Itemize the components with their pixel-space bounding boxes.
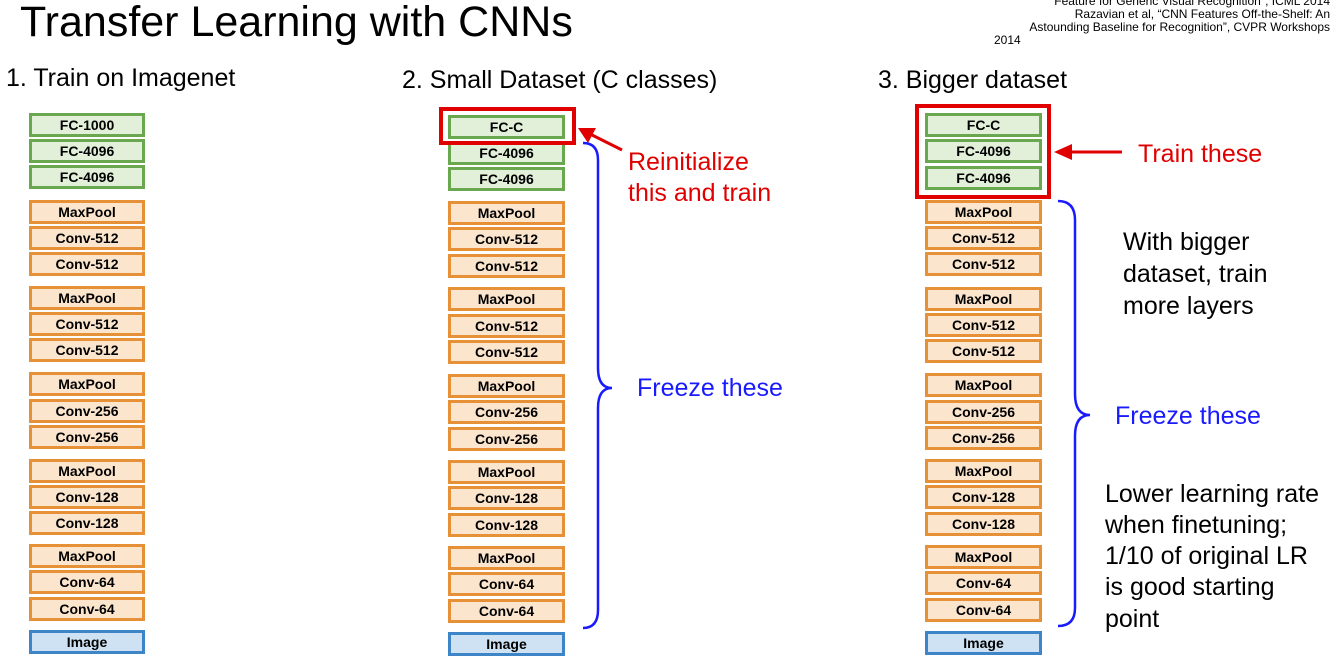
col2-layer-maxpool: MaxPool xyxy=(448,546,565,570)
col3-layer-maxpool: MaxPool xyxy=(925,287,1042,311)
col2-layer-fc-4096: FC-4096 xyxy=(448,167,565,191)
col3-layer-conv-512: Conv-512 xyxy=(925,252,1042,276)
col2-freeze-brace xyxy=(582,141,613,630)
col2-freeze-label: Freeze these xyxy=(637,374,783,402)
col1-layer-fc-4096: FC-4096 xyxy=(29,165,145,189)
column-3-heading: 3. Bigger dataset xyxy=(878,66,1068,94)
col1-layer-conv-256: Conv-256 xyxy=(29,399,145,423)
col1-layer-fc-1000: FC-1000 xyxy=(29,113,145,137)
train-these-label: Train these xyxy=(1138,140,1263,168)
col2-layer-fc-c: FC-C xyxy=(448,115,565,139)
col3-freeze-label: Freeze these xyxy=(1115,402,1261,430)
col2-layer-maxpool: MaxPool xyxy=(448,201,565,225)
col3-layer-fc-c: FC-C xyxy=(925,113,1042,137)
col1-layer-conv-512: Conv-512 xyxy=(29,252,145,276)
col3-layer-conv-64: Conv-64 xyxy=(925,571,1042,595)
lr-note-line-1: Lower learning rate xyxy=(1105,480,1320,508)
col3-layer-conv-512: Conv-512 xyxy=(925,313,1042,337)
col2-layer-conv-512: Conv-512 xyxy=(448,340,565,364)
col1-layer-conv-64: Conv-64 xyxy=(29,597,145,621)
col1-layer-conv-512: Conv-512 xyxy=(29,226,145,250)
col2-layer-conv-64: Conv-64 xyxy=(448,599,565,623)
lr-note-line-3: 1/10 of original LR xyxy=(1105,542,1308,570)
col3-layer-conv-512: Conv-512 xyxy=(925,339,1042,363)
col1-layer-conv-512: Conv-512 xyxy=(29,338,145,362)
col2-layer-conv-64: Conv-64 xyxy=(448,572,565,596)
col1-layer-conv-64: Conv-64 xyxy=(29,570,145,594)
col1-layer-maxpool: MaxPool xyxy=(29,544,145,568)
col3-layer-image: Image xyxy=(925,631,1042,655)
reinit-label-line-2: this and train xyxy=(628,179,772,207)
col1-layer-maxpool: MaxPool xyxy=(29,200,145,224)
reinit-highlight-box xyxy=(439,107,576,145)
col1-layer-fc-4096: FC-4096 xyxy=(29,139,145,163)
col3-freeze-brace xyxy=(1057,199,1091,628)
col2-layer-maxpool: MaxPool xyxy=(448,460,565,484)
col2-layer-maxpool: MaxPool xyxy=(448,287,565,311)
col2-layer-conv-512: Conv-512 xyxy=(448,254,565,278)
col2-layer-maxpool: MaxPool xyxy=(448,374,565,398)
col2-layer-conv-128: Conv-128 xyxy=(448,486,565,510)
train-highlight-box xyxy=(915,104,1051,199)
slide-title: Transfer Learning with CNNs xyxy=(20,0,573,46)
col2-layer-conv-512: Conv-512 xyxy=(448,314,565,338)
lr-note-line-5: point xyxy=(1105,605,1160,633)
col3-layer-conv-512: Conv-512 xyxy=(925,226,1042,250)
bigger-note-line-1: With bigger xyxy=(1123,228,1250,256)
col2-layer-image: Image xyxy=(448,632,565,656)
col3-layer-maxpool: MaxPool xyxy=(925,373,1042,397)
col2-layer-conv-256: Conv-256 xyxy=(448,400,565,424)
col3-layer-maxpool: MaxPool xyxy=(925,545,1042,569)
col1-layer-image: Image xyxy=(29,630,145,654)
bigger-note-line-3: more layers xyxy=(1123,292,1254,320)
col3-layer-conv-256: Conv-256 xyxy=(925,400,1042,424)
column-2-heading: 2. Small Dataset (C classes) xyxy=(402,66,718,94)
train-arrow xyxy=(1054,144,1122,160)
col1-layer-conv-128: Conv-128 xyxy=(29,485,145,509)
col2-layer-conv-512: Conv-512 xyxy=(448,227,565,251)
col2-layer-conv-256: Conv-256 xyxy=(448,427,565,451)
citation-line-3: Astounding Baseline for Recognition”, CV… xyxy=(1029,20,1330,34)
column-1-heading: 1. Train on Imagenet xyxy=(6,64,236,92)
col3-layer-conv-128: Conv-128 xyxy=(925,485,1042,509)
col3-layer-maxpool: MaxPool xyxy=(925,200,1042,224)
col2-layer-conv-128: Conv-128 xyxy=(448,513,565,537)
col1-layer-conv-128: Conv-128 xyxy=(29,511,145,535)
citation-line-1: Feature for Generic Visual Recognition",… xyxy=(1054,0,1330,8)
col1-layer-maxpool: MaxPool xyxy=(29,459,145,483)
reinit-label-line-1: Reinitialize xyxy=(628,148,749,176)
col3-layer-conv-256: Conv-256 xyxy=(925,426,1042,450)
col1-layer-maxpool: MaxPool xyxy=(29,372,145,396)
lr-note-line-4: is good starting xyxy=(1105,573,1275,601)
col1-layer-conv-512: Conv-512 xyxy=(29,312,145,336)
col3-layer-maxpool: MaxPool xyxy=(925,459,1042,483)
col1-layer-conv-256: Conv-256 xyxy=(29,425,145,449)
col3-layer-conv-128: Conv-128 xyxy=(925,512,1042,536)
bigger-note-line-2: dataset, train xyxy=(1123,260,1268,288)
reinit-arrow xyxy=(578,128,623,152)
col3-layer-fc-4096: FC-4096 xyxy=(925,139,1042,163)
citation-line-4: 2014 xyxy=(994,33,1021,47)
col1-layer-maxpool: MaxPool xyxy=(29,286,145,310)
col3-layer-conv-64: Conv-64 xyxy=(925,598,1042,622)
col3-layer-fc-4096: FC-4096 xyxy=(925,166,1042,190)
citation-line-2: Razavian et al, “CNN Features Off-the-Sh… xyxy=(1074,7,1330,21)
lr-note-line-2: when finetuning; xyxy=(1105,511,1288,539)
